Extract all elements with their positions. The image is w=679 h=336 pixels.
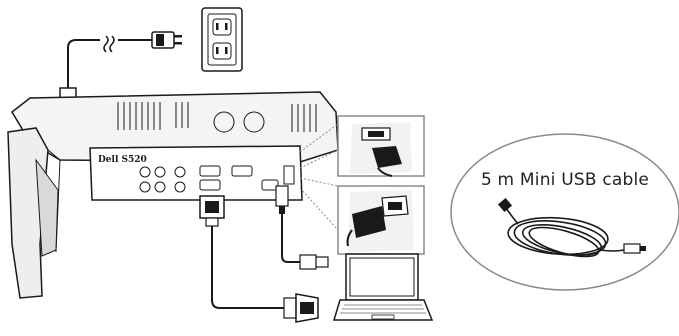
mini-usb-port-callout [337,115,425,177]
projector-model-label: Dell S520 [98,155,147,165]
usb-cable-accessory [450,133,679,291]
callout-leader-lines [299,123,339,231]
power-plug [151,31,182,49]
io-ports [139,165,295,193]
projector-body [7,91,339,299]
power-cable [67,35,152,92]
vga-cable [199,195,319,323]
laptop [332,253,434,321]
usb-cable [275,185,329,270]
usb-a-port-callout [337,185,425,255]
wall-outlet [201,7,243,72]
usb-cable-label: 5 m Mini USB cable [480,170,650,190]
